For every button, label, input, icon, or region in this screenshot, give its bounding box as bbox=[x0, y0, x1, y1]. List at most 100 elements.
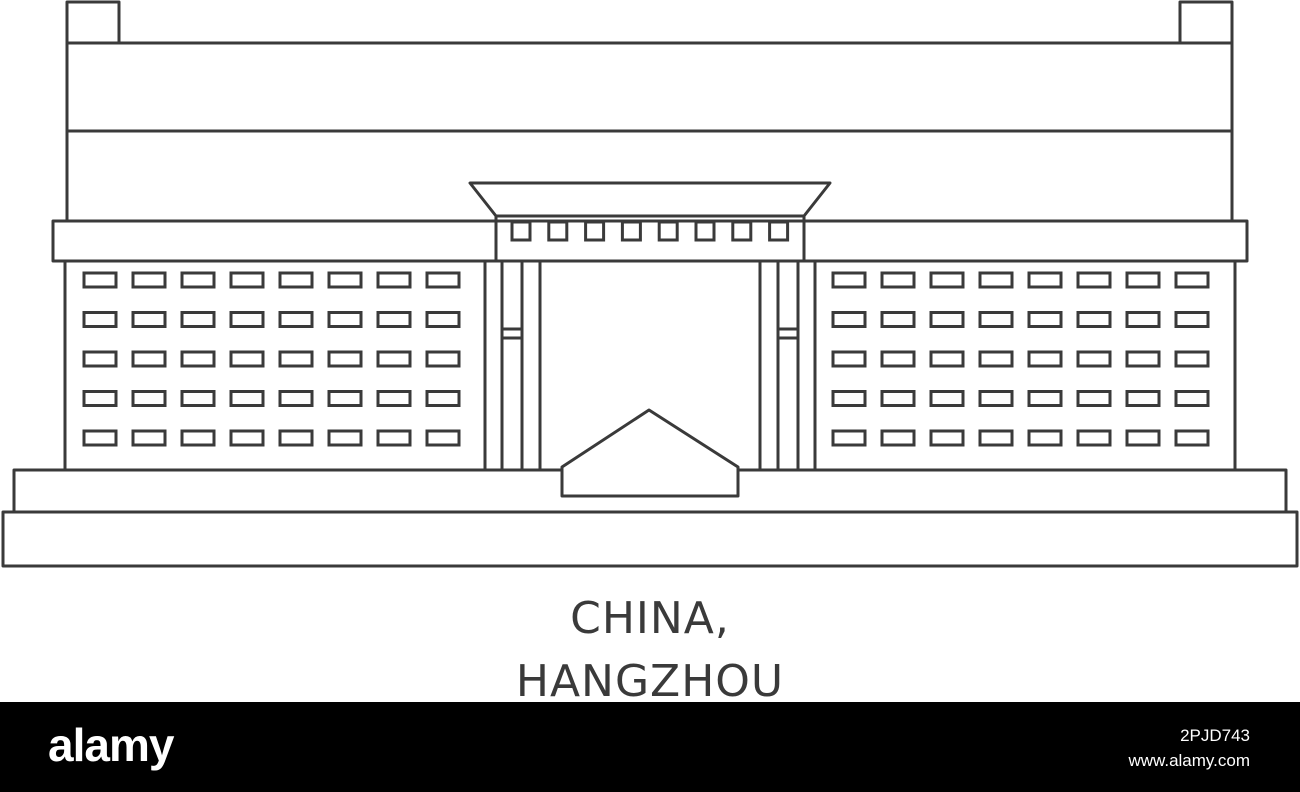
right-cornice bbox=[802, 219, 1249, 263]
entrance-canopy bbox=[560, 408, 740, 498]
portico-roof bbox=[468, 181, 832, 218]
window bbox=[376, 350, 412, 368]
window bbox=[929, 390, 965, 407]
lower-step bbox=[1, 510, 1299, 568]
window bbox=[978, 271, 1014, 289]
window bbox=[425, 390, 461, 407]
caption-country: CHINA, bbox=[570, 593, 730, 644]
window bbox=[1027, 429, 1063, 447]
window bbox=[180, 350, 216, 368]
window bbox=[880, 429, 916, 447]
window bbox=[1027, 390, 1063, 407]
window bbox=[278, 271, 314, 289]
watermark-footer: alamy 2PJD743 www.alamy.com bbox=[0, 702, 1300, 792]
left-cornice bbox=[51, 219, 498, 263]
window bbox=[229, 429, 265, 447]
window bbox=[1174, 429, 1210, 447]
window bbox=[180, 311, 216, 328]
window bbox=[131, 390, 167, 407]
window bbox=[880, 390, 916, 407]
window bbox=[229, 350, 265, 368]
window bbox=[425, 429, 461, 447]
window bbox=[978, 390, 1014, 407]
window bbox=[425, 350, 461, 368]
portico-window bbox=[657, 220, 679, 242]
window bbox=[327, 350, 363, 368]
window bbox=[1125, 390, 1161, 407]
window bbox=[229, 390, 265, 407]
window bbox=[1125, 429, 1161, 447]
window bbox=[831, 271, 867, 289]
window bbox=[929, 350, 965, 368]
window bbox=[1174, 390, 1210, 407]
portico-window bbox=[694, 220, 716, 242]
portico-window bbox=[768, 220, 790, 242]
window bbox=[82, 311, 118, 328]
window bbox=[831, 390, 867, 407]
window bbox=[1125, 271, 1161, 289]
window bbox=[278, 429, 314, 447]
portico-window bbox=[620, 220, 642, 242]
window bbox=[180, 429, 216, 447]
portico-windows bbox=[510, 220, 790, 242]
window bbox=[1174, 350, 1210, 368]
portico-lintel bbox=[494, 214, 806, 263]
building-outline-icon bbox=[1, 0, 1299, 568]
window bbox=[376, 311, 412, 328]
window bbox=[327, 390, 363, 407]
window bbox=[1076, 429, 1112, 447]
window bbox=[831, 429, 867, 447]
window bbox=[131, 271, 167, 289]
window bbox=[425, 271, 461, 289]
window bbox=[131, 429, 167, 447]
window bbox=[1076, 311, 1112, 328]
window bbox=[278, 390, 314, 407]
window bbox=[978, 350, 1014, 368]
window bbox=[327, 311, 363, 328]
right-wing bbox=[813, 259, 1237, 472]
portico-window bbox=[547, 220, 569, 242]
window bbox=[82, 350, 118, 368]
window bbox=[978, 311, 1014, 328]
alamy-logo: alamy bbox=[48, 719, 174, 771]
window bbox=[180, 271, 216, 289]
portico-window bbox=[584, 220, 606, 242]
left-wing-windows bbox=[82, 271, 461, 447]
window bbox=[1125, 350, 1161, 368]
right-tower-cap bbox=[1178, 0, 1234, 45]
left-wing bbox=[63, 259, 487, 472]
window bbox=[1027, 350, 1063, 368]
window bbox=[229, 311, 265, 328]
right-wing-windows bbox=[831, 271, 1210, 447]
window bbox=[82, 271, 118, 289]
window bbox=[82, 429, 118, 447]
site-url: www.alamy.com bbox=[1128, 750, 1250, 770]
window bbox=[1174, 311, 1210, 328]
window bbox=[929, 311, 965, 328]
window bbox=[831, 350, 867, 368]
window bbox=[880, 271, 916, 289]
window bbox=[1027, 311, 1063, 328]
left-tower-cap bbox=[65, 0, 121, 45]
window bbox=[880, 311, 916, 328]
window bbox=[1125, 311, 1161, 328]
window bbox=[278, 311, 314, 328]
portico-window bbox=[731, 220, 753, 242]
window bbox=[327, 271, 363, 289]
window bbox=[929, 429, 965, 447]
window bbox=[880, 350, 916, 368]
window bbox=[376, 390, 412, 407]
window bbox=[1076, 271, 1112, 289]
window bbox=[425, 311, 461, 328]
window bbox=[131, 350, 167, 368]
window bbox=[1076, 390, 1112, 407]
caption-city: HANGZHOU bbox=[515, 656, 785, 707]
portico-window bbox=[510, 220, 532, 242]
window bbox=[831, 311, 867, 328]
image-reference: 2PJD743 www.alamy.com bbox=[1128, 724, 1250, 773]
window bbox=[82, 390, 118, 407]
window bbox=[131, 311, 167, 328]
window bbox=[278, 350, 314, 368]
window bbox=[1076, 350, 1112, 368]
